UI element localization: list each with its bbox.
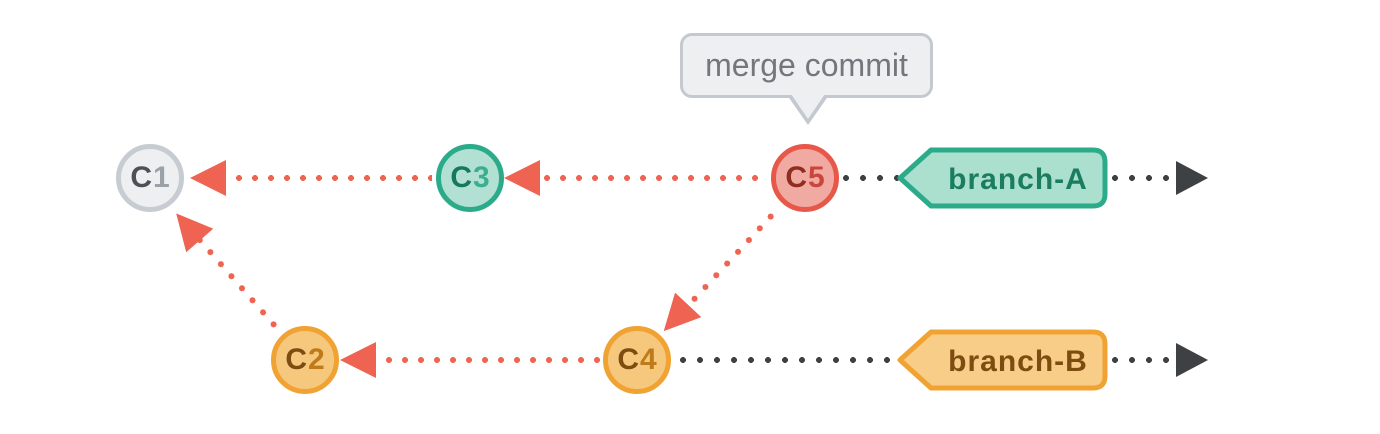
- branch-b-tag-shape: [897, 329, 1108, 391]
- branch-a-tag: branch-A: [897, 147, 1108, 209]
- dotted-line-branch-a-forward: [1112, 175, 1170, 181]
- commit-c1-number: 1: [152, 161, 170, 194]
- dotted-line-c2-to-c1: [195, 235, 285, 337]
- arrowhead-branch-a-forward-icon: [1176, 161, 1208, 195]
- dotted-line-c5-to-c4: [690, 205, 782, 303]
- commit-c5-letter: C: [785, 161, 807, 194]
- dotted-line-c4-to-c2: [386, 357, 600, 363]
- arrowhead-branch-b-forward-icon: [1176, 343, 1208, 377]
- commit-c1-letter: C: [130, 161, 152, 194]
- branch-b-tag: branch-B: [897, 329, 1108, 391]
- dotted-line-c3-to-c1: [236, 175, 432, 181]
- commit-c3-letter: C: [450, 161, 472, 194]
- branch-a-label: branch-A: [948, 163, 1088, 196]
- commit-c2-letter: C: [285, 343, 307, 376]
- commit-c4-letter: C: [617, 343, 639, 376]
- dotted-line-c4-to-branch-b: [680, 357, 898, 363]
- tooltip-text: merge commit: [705, 47, 908, 83]
- arrowhead-into-c3-icon: [504, 160, 540, 196]
- commit-c2-number: 2: [307, 343, 325, 376]
- dotted-line-branch-b-forward: [1112, 357, 1170, 363]
- arrowhead-into-c1-icon: [190, 160, 226, 196]
- merge-commit-tooltip: merge commit: [680, 33, 933, 125]
- commit-c3-number: 3: [472, 161, 490, 194]
- commit-c5-number: 5: [807, 161, 825, 194]
- branch-b-label: branch-B: [948, 345, 1088, 378]
- dotted-line-c5-to-c3: [544, 175, 766, 181]
- branch-a-tag-shape: [897, 147, 1108, 209]
- commit-c4-number: 4: [639, 343, 657, 376]
- arrowhead-into-c2-icon: [340, 342, 376, 378]
- dotted-line-c5-to-branch-a: [843, 175, 899, 181]
